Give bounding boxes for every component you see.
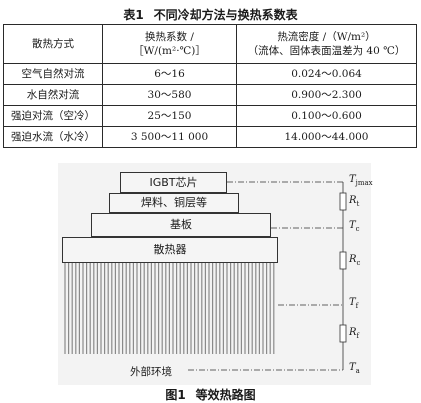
node-ta-label: Ta [349,362,360,375]
table-row: 强迫水流（水冷） 3 500～11 000 14.000～44.000 [3,126,417,148]
cell-flux: 0.024～0.064 [236,63,417,85]
node-rf-label: Rf [349,327,360,340]
node-tc-label: Tc [349,220,360,233]
header-flux: 热流密度 /（W/m²）（流体、固体表面温差为 40 ℃） [236,24,417,64]
node-rc-label: Rc [349,254,361,267]
igbt-chip-block: IGBT芯片 [120,172,227,193]
cell-coefficient: 25～150 [102,105,237,127]
node-reference-lines [188,181,343,371]
ambient-environment-label: 外部环境 [130,366,172,378]
figure-caption: 图1 等效热路图 [0,386,421,403]
table-row: 强迫对流（空冷） 25～150 0.100～0.600 [3,105,417,127]
table-caption: 表1 不同冷却方法与换热系数表 [0,6,421,23]
table-caption-number: 表1 [123,8,144,22]
cell-coefficient: 3 500～11 000 [102,126,237,148]
cell-flux: 0.900～2.300 [236,84,417,106]
table-row: 水自然对流 30～580 0.900～2.300 [3,84,417,106]
table-row: 空气自然对流 6～16 0.024～0.064 [3,63,417,85]
cell-method: 水自然对流 [3,84,103,106]
node-tjmax-label: Tjmax [349,174,373,187]
heatsink-block: 散热器 [62,237,278,263]
cell-coefficient: 30～580 [102,84,237,106]
node-rt-label: Rt [349,195,360,208]
heatsink-fins [64,263,275,354]
header-coefficient: 换热系数 /［W/(m²·℃)］ [102,24,237,64]
substrate-block: 基板 [91,213,271,237]
cooling-methods-table: 散热方式 换热系数 /［W/(m²·℃)］ 热流密度 /（W/m²）（流体、固体… [3,24,417,148]
figure-caption-number: 图1 [165,388,186,402]
solder-copper-block: 焊料、铜层等 [109,193,239,213]
figure-caption-title: 等效热路图 [195,388,256,402]
node-tf-label: Tf [349,297,359,310]
resistor-rf [339,324,347,343]
cell-method: 空气自然对流 [3,63,103,85]
resistor-rt [339,192,347,211]
table-caption-title: 不同冷却方法与换热系数表 [153,8,298,22]
cell-method: 强迫对流（空冷） [3,105,103,127]
cell-method: 强迫水流（水冷） [3,126,103,148]
cell-flux: 14.000～44.000 [236,126,417,148]
resistor-rc [339,251,347,270]
header-method: 散热方式 [3,24,103,64]
resistor-chain [339,182,347,370]
table-header-row: 散热方式 换热系数 /［W/(m²·℃)］ 热流密度 /（W/m²）（流体、固体… [3,24,417,64]
